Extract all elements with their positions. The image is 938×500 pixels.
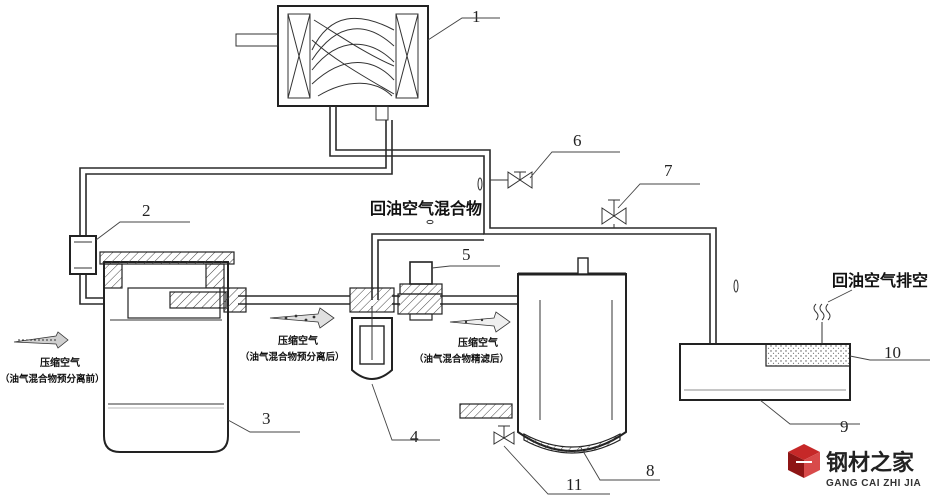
flow-arrow-right: [449, 311, 511, 333]
leader-10: [849, 355, 930, 361]
solenoid-valve-5: [397, 261, 443, 321]
label-8: 8: [646, 461, 655, 480]
leader-9: [759, 399, 860, 425]
leader-2: [95, 221, 190, 241]
leader-4: [371, 383, 440, 441]
pre-separation-tank-3: [99, 251, 247, 453]
logo-pinyin: GANG CAI ZHI JIA: [826, 478, 921, 489]
label-2: 2: [142, 201, 151, 220]
leader-11: [503, 445, 610, 495]
label-7: 7: [664, 161, 673, 180]
cube-logo-icon: [788, 444, 820, 478]
label-5: 5: [462, 245, 471, 264]
fine-filter-4: [349, 287, 395, 380]
flow-arrow-mid: [269, 307, 335, 329]
label-1: 1: [472, 7, 481, 26]
exhaust-wisps-icon: [813, 303, 831, 344]
leader-exhaust: [827, 289, 853, 303]
flow-arrow-left: [13, 331, 69, 349]
vessel-8: [459, 257, 627, 454]
leader-1: [427, 17, 500, 41]
label-11: 11: [566, 475, 582, 494]
leader-8: [579, 445, 660, 481]
mid-caption-line1: 压缩空气: [278, 334, 318, 347]
label-6: 6: [573, 131, 582, 150]
pipes: [79, 120, 717, 346]
leader-7: [617, 183, 700, 209]
label-3: 3: [262, 409, 271, 428]
leader-3: [227, 419, 300, 433]
left-caption-line2: （油气混合物预分离前）: [0, 373, 105, 385]
brand-logo: 钢材之家 GANG CAI ZHI JIA: [788, 444, 921, 489]
sensor-2: [69, 235, 97, 275]
right-caption-line2: （油气混合物精滤后）: [414, 353, 509, 365]
left-caption-line1: 压缩空气: [40, 356, 80, 369]
label-10: 10: [884, 343, 901, 362]
text-return-oil-air-mix: 回油空气混合物: [370, 199, 482, 218]
flow-indicators: [426, 177, 739, 293]
label-4: 4: [410, 427, 419, 446]
filter-media-10: [765, 343, 851, 367]
valve-7: [601, 199, 627, 228]
label-9: 9: [840, 417, 849, 436]
leader-5: [431, 265, 500, 269]
mid-caption-line2: （油气混合物预分离后）: [240, 351, 345, 363]
logo-name: 钢材之家: [826, 450, 915, 476]
text-return-oil-air-exhaust: 回油空气排空: [832, 271, 928, 290]
valve-6: [490, 171, 533, 189]
leader-6: [529, 151, 620, 179]
right-caption-line1: 压缩空气: [458, 336, 498, 349]
drain-valve-11: [493, 425, 515, 445]
screw-compressor: [235, 5, 429, 150]
